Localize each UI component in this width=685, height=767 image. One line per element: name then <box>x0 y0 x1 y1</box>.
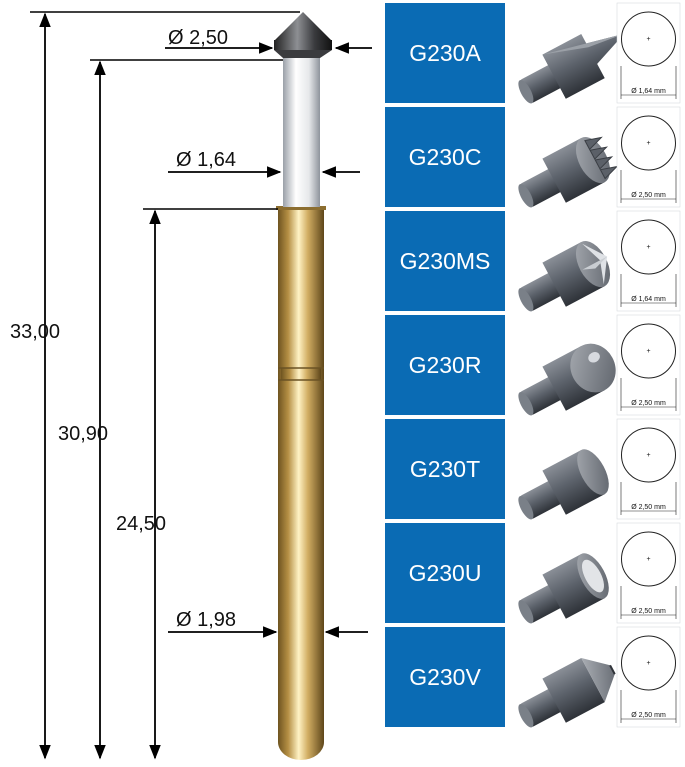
tip-section-circle <box>621 11 676 67</box>
tip-diameter-label: Ø 2,50 mm <box>631 192 666 199</box>
tip-code-label: G230T <box>410 456 480 482</box>
tip-section-panel <box>616 210 681 312</box>
tip-diameter-label: Ø 2,50 mm <box>631 608 666 615</box>
probe-barrel <box>278 207 324 742</box>
tip-section-panel <box>616 2 681 104</box>
tip-diameter-label: Ø 1,64 mm <box>631 296 666 303</box>
probe-barrel-end <box>278 724 324 760</box>
tip-section-circle <box>621 219 676 275</box>
tip-code-label: G230A <box>409 40 481 66</box>
tip-cone-render <box>518 33 625 104</box>
tip-row: G230A + Ø 1,64 mm <box>385 2 681 104</box>
tip-code-panel <box>385 315 505 415</box>
tip-row: G230R + Ø 2,50 mm <box>385 314 681 416</box>
tip-section-circle <box>621 635 676 691</box>
tip-section-circle <box>621 427 676 483</box>
probe <box>274 12 332 760</box>
probe-crimp <box>281 368 321 380</box>
tip-row: G230T + Ø 2,50 mm <box>385 418 681 520</box>
tip-section-circle <box>621 115 676 171</box>
total-length-label: 33,00 <box>10 321 60 343</box>
head-diameter-label: Ø 2,50 <box>168 27 228 49</box>
tip-code-label: G230U <box>409 560 482 586</box>
tip-concave-render <box>518 553 609 624</box>
tip-code-label: G230MS <box>400 248 491 274</box>
tip-diameter-label: Ø 2,50 mm <box>631 400 666 407</box>
tip-star-render <box>518 241 611 312</box>
probe-plunger <box>283 58 320 207</box>
tip-row: G230U + Ø 2,50 mm <box>385 522 681 624</box>
tip-code-label: G230R <box>409 352 482 378</box>
barrel-diameter-label: Ø 1,98 <box>176 609 236 631</box>
dimension-lines <box>30 11 372 760</box>
tip-code-label: G230V <box>409 664 481 690</box>
barrel-length-label: 24,50 <box>116 513 166 535</box>
tip-variants-table: G230A + Ø 1,64 mm G230C + Ø 2,50 mm G230MS + Ø 1… <box>385 2 681 728</box>
tip-row: G230V + Ø 2,50 mm <box>385 626 681 728</box>
svg-text:+: + <box>646 452 650 459</box>
tip-chisel-render <box>518 657 616 728</box>
tip-row: G230MS + Ø 1,64 mm <box>385 210 681 312</box>
tip-code-panel <box>385 627 505 727</box>
svg-text:+: + <box>646 556 650 563</box>
tip-section-panel <box>616 106 681 208</box>
tip-section-panel <box>616 626 681 728</box>
svg-text:+: + <box>646 348 650 355</box>
svg-text:+: + <box>646 140 650 147</box>
tip-section-panel <box>616 522 681 624</box>
tip-section-panel <box>616 418 681 520</box>
probe-barrel-collar <box>276 206 326 210</box>
neck-diameter-label: Ø 1,64 <box>176 149 236 171</box>
tip-diameter-label: Ø 2,50 mm <box>631 504 666 511</box>
tip-code-panel <box>385 419 505 519</box>
tip-code-panel <box>385 3 505 103</box>
tip-round-render <box>518 343 616 416</box>
tip-row: G230C + Ø 2,50 mm <box>385 106 681 208</box>
tip-code-panel <box>385 107 505 207</box>
mid-length-label: 30,90 <box>58 423 108 445</box>
svg-text:+: + <box>646 36 650 43</box>
probe-head <box>275 12 331 40</box>
dimension-labels: Ø 2,50 Ø 1,64 Ø 1,98 33,00 30,90 24,50 <box>10 27 236 631</box>
tip-section-circle <box>621 531 676 587</box>
tip-section-circle <box>621 323 676 379</box>
svg-text:+: + <box>646 660 650 667</box>
tip-code-panel <box>385 211 505 311</box>
tip-code-panel <box>385 523 505 623</box>
tip-code-label: G230C <box>409 144 482 170</box>
tip-crown-render <box>518 136 619 208</box>
tip-diameter-label: Ø 1,64 mm <box>631 88 666 95</box>
tip-section-panel <box>616 314 681 416</box>
tip-diameter-label: Ø 2,50 mm <box>631 712 666 719</box>
tip-flat-render <box>518 449 609 520</box>
svg-text:+: + <box>646 244 650 251</box>
